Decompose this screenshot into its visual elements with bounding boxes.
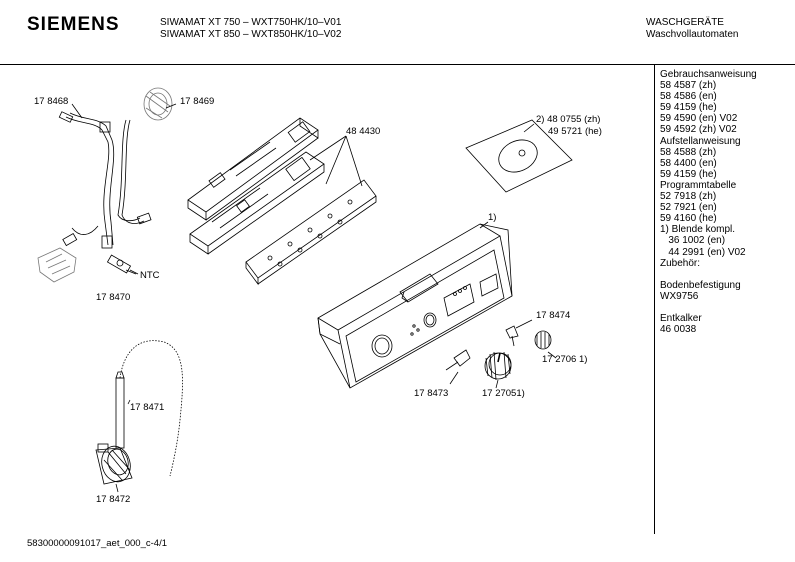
electronic-module-middle bbox=[189, 151, 325, 255]
diagram-frame bbox=[0, 64, 795, 534]
leader-line bbox=[127, 399, 131, 405]
category-line-1: WASCHGERÄTE bbox=[646, 17, 724, 28]
frame-top-rule bbox=[0, 64, 795, 65]
part-label-172705: 17 27051) bbox=[482, 388, 525, 399]
leader-line bbox=[165, 103, 177, 109]
doc-line: Entkalker bbox=[660, 312, 702, 324]
electronic-module-board bbox=[245, 179, 377, 286]
frame-column-divider bbox=[654, 64, 655, 534]
doc-line: 46 0038 bbox=[660, 323, 697, 335]
doc-line: 59 4590 (en) V02 bbox=[660, 113, 738, 125]
knob-spring-part bbox=[445, 349, 471, 371]
doc-line: Zubehör: bbox=[660, 257, 701, 269]
program-knob-part bbox=[484, 351, 512, 381]
doc-line: 59 4159 (he) bbox=[660, 168, 717, 180]
part-label-178468: 17 8468 bbox=[34, 96, 68, 107]
control-panel-fascia-part bbox=[317, 223, 513, 389]
doc-line: Bodenbefestigung bbox=[660, 279, 741, 291]
doc-line: Gebrauchsanweisung bbox=[660, 69, 757, 80]
leader-line bbox=[523, 123, 535, 133]
ntc-sensor-part bbox=[106, 254, 137, 275]
leader-line bbox=[71, 103, 83, 119]
brand-logo: SIEMENS bbox=[27, 14, 120, 35]
doc-line: 58 4586 (en) bbox=[660, 91, 717, 103]
selector-knob-part bbox=[534, 330, 552, 350]
doc-line: WX9756 bbox=[660, 290, 699, 302]
doc-line: 58 4400 (en) bbox=[660, 157, 717, 169]
part-label-178474: 17 8474 bbox=[536, 310, 570, 321]
doc-line: 52 7918 (zh) bbox=[660, 191, 717, 203]
part-label-484430: 48 4430 bbox=[346, 126, 380, 137]
electronic-module-top bbox=[187, 117, 319, 221]
part-label-178473: 17 8473 bbox=[414, 388, 448, 399]
doc-line: 59 4592 (zh) V02 bbox=[660, 124, 737, 136]
doc-line: 1) Blende kompl. bbox=[660, 224, 736, 236]
pressure-switch-part bbox=[95, 443, 133, 485]
part-label-178472: 17 8472 bbox=[96, 494, 130, 505]
part-label-178469: 17 8469 bbox=[180, 96, 214, 107]
part-label-fascia: 1) bbox=[488, 212, 496, 223]
documentation-list: Gebrauchsanweisung 58 4587 (zh) 58 4586 … bbox=[660, 69, 757, 335]
doc-line: 44 2991 (en) V02 bbox=[660, 246, 746, 258]
category-line-2: Waschvollautomaten bbox=[646, 29, 739, 40]
model-line-1: SIWAMAT XT 750 – WXT750HK/10–V01 bbox=[160, 17, 342, 28]
document-id: 58300000091017_aet_000_c-4/1 bbox=[27, 538, 167, 549]
leader-line bbox=[479, 221, 489, 229]
part-label-172706: 17 2706 1) bbox=[542, 354, 587, 365]
model-line-2: SIWAMAT XT 850 – WXT850HK/10–V02 bbox=[160, 29, 342, 40]
leader-line bbox=[309, 135, 363, 187]
doc-line: 59 4160 (he) bbox=[660, 213, 717, 225]
doc-line: Aufstellanweisung bbox=[660, 135, 741, 147]
part-label-480755: 2) 48 0755 (zh) bbox=[536, 114, 600, 125]
doc-line: 58 4588 (zh) bbox=[660, 146, 717, 158]
leader-line bbox=[515, 319, 533, 329]
leader-line bbox=[495, 379, 499, 389]
leader-line bbox=[547, 351, 557, 359]
part-label-178470: 17 8470 bbox=[96, 292, 130, 303]
leader-line bbox=[129, 269, 139, 275]
doc-line: Programmtabelle bbox=[660, 179, 737, 191]
leader-line bbox=[449, 371, 459, 385]
wiring-harness-part bbox=[58, 111, 152, 249]
leader-line bbox=[115, 483, 119, 493]
motor-connector-part bbox=[143, 87, 173, 121]
doc-line: 58 4587 (zh) bbox=[660, 80, 717, 92]
screw-part bbox=[505, 325, 519, 347]
part-label-495721: 49 5721 (he) bbox=[548, 126, 602, 137]
plug-connector-part bbox=[37, 247, 77, 283]
part-label-178471: 17 8471 bbox=[130, 402, 164, 413]
control-panel-overlay-part bbox=[465, 119, 573, 193]
doc-line: 52 7921 (en) bbox=[660, 202, 717, 214]
part-label-ntc: NTC bbox=[140, 270, 160, 281]
doc-line: 36 1002 (en) bbox=[660, 235, 726, 247]
doc-line: 59 4159 (he) bbox=[660, 102, 717, 114]
